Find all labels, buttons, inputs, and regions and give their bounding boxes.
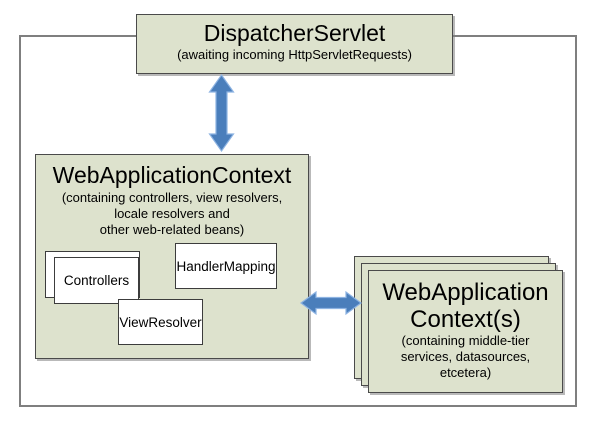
root-context-title-line-1: WebApplication (382, 279, 549, 306)
root-context-box: WebApplication Context(s) (containing mi… (368, 270, 563, 393)
handler-mapping-label: HandlerMapping (176, 258, 276, 274)
root-context-title-line-2: Context(s) (410, 306, 521, 333)
dispatcher-servlet-box: DispatcherServlet (awaiting incoming Htt… (136, 14, 453, 74)
view-resolver-box: ViewResolver (118, 299, 203, 345)
web-context-subtitle-line-1: (containing controllers, view resolvers, (61, 190, 283, 205)
web-context-subtitle-line-2: locale resolvers and (114, 206, 230, 221)
dispatcher-servlet-subtitle: (awaiting incoming HttpServletRequests) (177, 47, 412, 62)
root-context-subtitle-line-1: (containing middle-tier (401, 333, 530, 348)
controllers-box: Controllers (54, 257, 139, 304)
web-context-subtitle-line-3: other web-related beans) (99, 222, 245, 237)
dispatcher-servlet-title: DispatcherServlet (203, 20, 386, 46)
root-context-subtitle-line-3: etcetera) (439, 365, 492, 380)
web-application-context-title: WebApplicationContext (52, 162, 292, 188)
view-resolver-label: ViewResolver (119, 314, 202, 330)
root-context-subtitle-line-2: services, datasources, (400, 349, 531, 364)
handler-mapping-box: HandlerMapping (175, 243, 277, 289)
controllers-label: Controllers (63, 273, 130, 288)
